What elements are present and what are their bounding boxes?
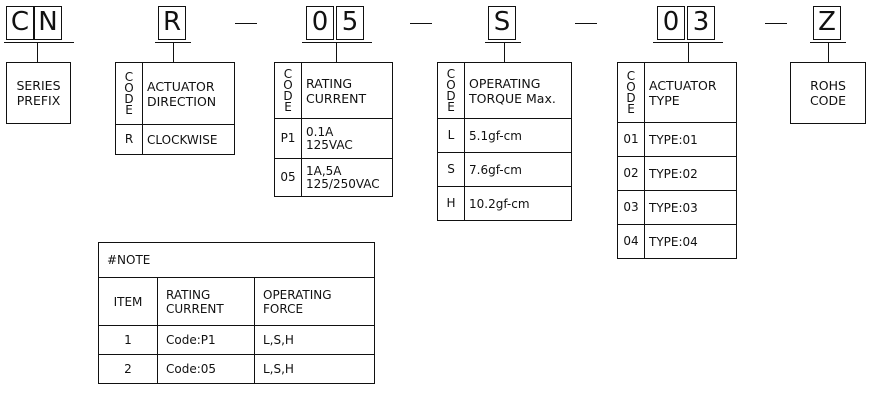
torque-code-s: S: [437, 152, 465, 187]
type-underline: [653, 42, 723, 43]
rohs-code-box: ROHS CODE: [790, 62, 866, 124]
prefix-char-1: C: [6, 6, 34, 40]
separator-dash-2: [410, 23, 432, 24]
torque-value-s: 7.6gf-cm: [464, 152, 572, 187]
direction-code: R: [115, 124, 143, 155]
prefix-char-2: N: [34, 6, 62, 40]
rating-underline: [302, 42, 372, 43]
separator-dash-4: [765, 23, 787, 24]
note-row-item: 2: [98, 354, 158, 384]
prefix-stem: [37, 43, 38, 62]
rohs-line2: CODE: [809, 93, 847, 108]
rohs-underline: [810, 42, 846, 43]
note-row-force: L,S,H: [254, 354, 375, 384]
torque-stem: [504, 43, 505, 62]
torque-value-l: 5.1gf-cm: [464, 118, 572, 153]
series-prefix-line1: SERIES: [16, 78, 61, 93]
rating-code-p1: P1: [274, 118, 302, 159]
series-prefix-line2: PREFIX: [16, 93, 61, 108]
separator-dash-3: [575, 23, 597, 24]
type-value-01: TYPE:01: [644, 122, 737, 157]
type-value-02: TYPE:02: [644, 156, 737, 191]
direction-stem: [173, 43, 174, 62]
rating-char-1: 0: [306, 6, 334, 40]
rating-code-05: 05: [274, 158, 302, 197]
rohs-stem: [828, 43, 829, 62]
type-char-2: 3: [687, 6, 715, 40]
direction-value: CLOCKWISE: [142, 124, 235, 155]
torque-char: S: [488, 6, 516, 40]
direction-char: R: [158, 6, 186, 40]
torque-code-h: H: [437, 186, 465, 221]
rating-stem: [336, 43, 337, 62]
type-code-04: 04: [617, 224, 645, 259]
note-header-item: ITEM: [98, 277, 158, 326]
rohs-line1: ROHS: [810, 78, 846, 93]
type-code-03: 03: [617, 190, 645, 225]
note-row-rating: Code:05: [157, 354, 255, 384]
separator-dash-1: [235, 23, 257, 24]
torque-underline: [485, 42, 521, 43]
torque-code-l: L: [437, 118, 465, 153]
type-code-01: 01: [617, 122, 645, 157]
note-row: 2 Code:05 L,S,H: [98, 354, 375, 384]
note-row-force: L,S,H: [254, 325, 375, 355]
prefix-underline: [4, 42, 74, 43]
rohs-char: Z: [813, 6, 841, 40]
rating-char-2: 5: [336, 6, 364, 40]
note-row: 1 Code:P1 L,S,H: [98, 325, 375, 355]
type-value-04: TYPE:04: [644, 224, 737, 259]
torque-value-h: 10.2gf-cm: [464, 186, 572, 221]
series-prefix-box: SERIES PREFIX: [6, 62, 71, 124]
note-row-item: 1: [98, 325, 158, 355]
note-row-rating: Code:P1: [157, 325, 255, 355]
note-title: #NOTE: [98, 242, 375, 278]
direction-underline: [155, 42, 191, 43]
type-stem: [688, 43, 689, 62]
type-value-03: TYPE:03: [644, 190, 737, 225]
type-char-1: 0: [657, 6, 685, 40]
type-code-02: 02: [617, 156, 645, 191]
